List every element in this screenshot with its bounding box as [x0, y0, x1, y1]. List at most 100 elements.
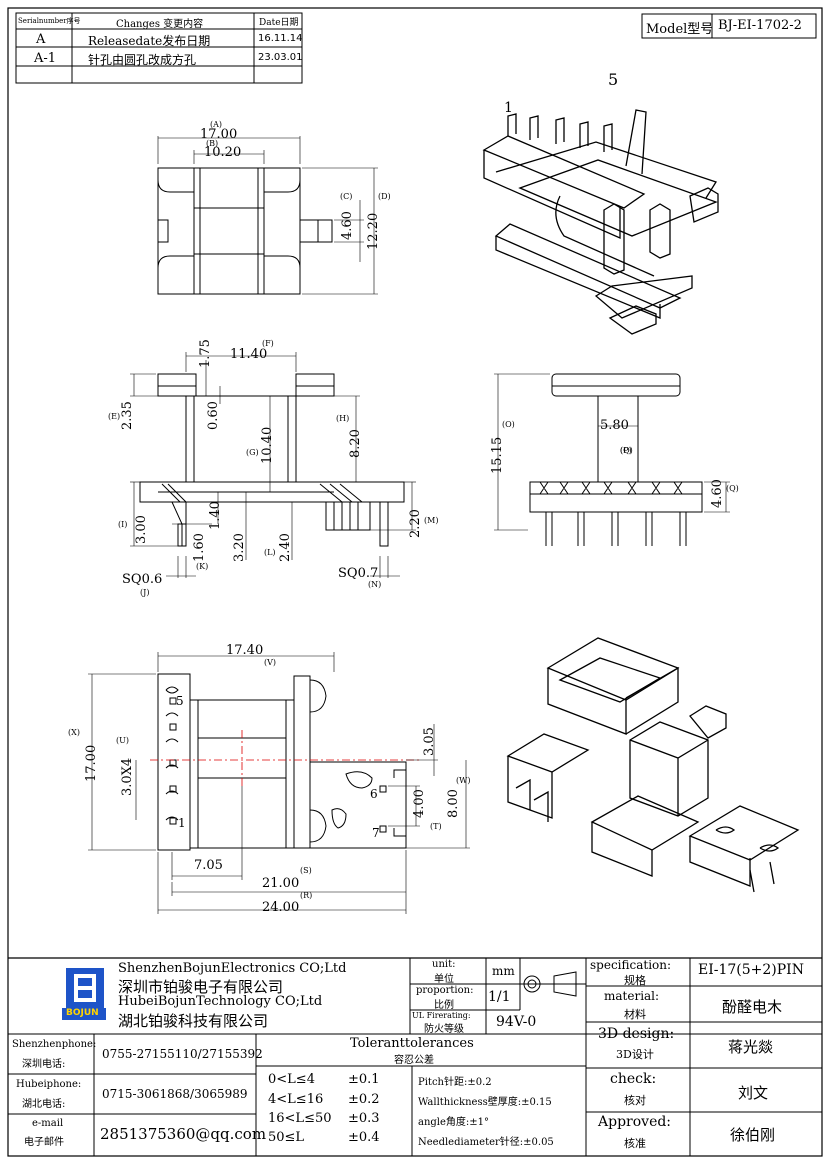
approved-value: 徐伯刚: [730, 1126, 776, 1144]
dim-value: 15.15: [490, 436, 505, 474]
hb-phone-label: Hubeiphone:: [16, 1079, 82, 1090]
pin-number-label: 6: [370, 787, 378, 801]
dim-tag: (K): [196, 562, 209, 571]
tolerance-range: 16<L≤50: [268, 1111, 332, 1126]
dim-value: 1.40: [208, 501, 223, 530]
dim-tag: (C): [340, 192, 353, 201]
dim-value: 17.40: [226, 643, 264, 658]
dim-tag: (I): [118, 520, 128, 529]
dim-value: 7.05: [194, 858, 223, 873]
rev-row-serial: A: [36, 32, 46, 47]
sz-phone-value: 0755-27155110/27155392: [102, 1047, 263, 1061]
proportion-value: 1/1: [488, 989, 511, 1005]
dim-tag: (R): [300, 891, 313, 900]
spec-value: EI-17(5+2)PIN: [698, 962, 804, 978]
email-label: e-mail: [32, 1118, 64, 1129]
dim-tag: (S): [300, 866, 312, 875]
rev-header-date: Date日期: [259, 18, 299, 28]
dim-value: 24.00: [262, 900, 300, 915]
model-value: BJ-EI-1702-2: [718, 18, 802, 33]
tolerance-value: ±0.1: [348, 1072, 380, 1087]
rev-row-change: 针孔由圆孔改成方孔: [88, 53, 197, 67]
dim-tag: (M): [424, 516, 439, 525]
sz-phone-label-cn: 深圳电话:: [22, 1059, 66, 1070]
tolerance-value: ±0.2: [348, 1092, 380, 1107]
dim-value: 4.60: [710, 479, 725, 508]
company-logo: [62, 968, 106, 1020]
spec-label-cn: 规格: [624, 974, 646, 987]
email-label-cn: 电子邮件: [24, 1137, 64, 1148]
email-value: 2851375360@qq.com: [100, 1125, 267, 1143]
pin-number-label: 7: [372, 826, 380, 840]
dim-value: 3.00: [134, 515, 149, 544]
dim-value: 4.00: [412, 789, 427, 818]
rev-row-change: Releasedate发布日期: [88, 34, 211, 48]
tolerance-title: Toleranttolerances: [350, 1036, 474, 1051]
design-value: 蒋光燚: [728, 1038, 774, 1056]
tolerance-note: Wallthickness壁厚度:±0.15: [418, 1097, 552, 1108]
revision-table: [15, 12, 303, 84]
dim-tag: (X): [68, 728, 80, 737]
dim-value: 2.35: [120, 401, 135, 430]
dim-value: 1.60: [192, 533, 207, 562]
unit-value: mm: [492, 964, 515, 978]
isometric-view-bottom: [506, 637, 800, 893]
tolerance-value: ±0.3: [348, 1111, 380, 1126]
drawing-frame: [7, 7, 823, 1157]
design-label: 3D design:: [598, 1026, 675, 1042]
dim-tag: (H): [336, 414, 350, 423]
dim-value: 8.00: [446, 789, 461, 818]
ul-label: UL Firerating:: [412, 1011, 471, 1020]
dim-value: 4.60: [340, 211, 355, 240]
dim-tag: (T): [430, 822, 442, 831]
dim-value: SQ0.7: [338, 566, 379, 581]
approved-label-cn: 核准: [624, 1137, 646, 1150]
spec-label: specification:: [590, 958, 672, 972]
dim-value: 12.20: [366, 212, 381, 250]
dim-value: 17.00: [84, 744, 99, 782]
bottom-view: [88, 652, 470, 914]
dim-tag: (D): [378, 192, 391, 201]
tolerance-range: 0<L≤4: [268, 1072, 315, 1087]
dim-tag: (N): [368, 580, 382, 589]
dim-value: 3.05: [422, 727, 437, 756]
material-label: material:: [604, 989, 660, 1003]
dim-value: 17.00: [200, 127, 238, 142]
pin-number-label: 1: [504, 100, 513, 116]
dim-value: 5.80: [600, 418, 629, 433]
rev-header-serial: Serialnumber序号: [18, 17, 81, 25]
dim-tag: (F): [262, 339, 274, 348]
dim-value: 21.00: [262, 876, 300, 891]
check-label-cn: 核对: [624, 1094, 646, 1107]
front-view: [130, 352, 416, 578]
proportion-label: proportion:: [416, 985, 474, 996]
company-name-cn: 湖北铂骏科技有限公司: [118, 1012, 269, 1030]
pin-number-label: 1: [178, 816, 186, 830]
check-label: check:: [610, 1071, 657, 1087]
tolerance-range: 50≤L: [268, 1130, 305, 1145]
ul-value: 94V-0: [496, 1014, 537, 1030]
pin-number-label: 5: [176, 694, 184, 708]
company-name-en: ShenzhenBojunElectronics CO;Ltd: [118, 961, 347, 976]
dim-value: 1.75: [198, 339, 213, 368]
check-value: 刘文: [738, 1084, 769, 1102]
tolerance-note: angle角度:±1°: [418, 1117, 490, 1128]
rev-row-serial: A-1: [34, 51, 57, 66]
model-box: [641, 13, 817, 39]
tolerance-value: ±0.4: [348, 1130, 380, 1145]
dim-tag: (B): [206, 139, 219, 148]
dim-tag: (V): [264, 658, 277, 667]
dim-value: SQ0.6: [122, 572, 163, 587]
dim-value: 10.40: [260, 426, 275, 464]
pin-number-label: 5: [608, 70, 619, 89]
dim-tag: (A): [210, 120, 223, 129]
tolerance-note: Needlediameter针径:±0.05: [418, 1137, 554, 1148]
hb-phone-label-cn: 湖北电话:: [22, 1099, 66, 1110]
dim-tag: (E): [108, 412, 121, 421]
dim-tag: (G): [246, 448, 259, 457]
material-label-cn: 材料: [624, 1008, 646, 1021]
material-value: 酚醛电木: [722, 998, 783, 1016]
sz-phone-label: Shenzhenphone:: [12, 1039, 97, 1050]
